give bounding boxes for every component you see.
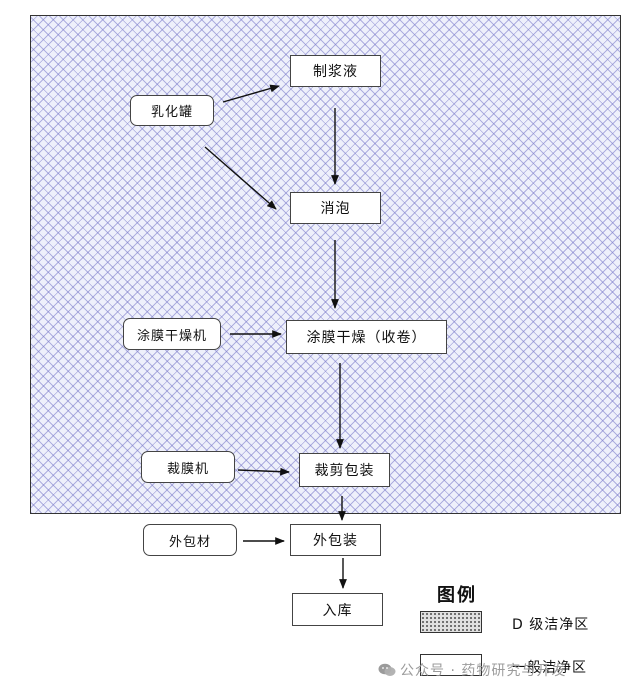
legend-swatch-d-grade xyxy=(420,611,482,633)
legend-swatch-general xyxy=(420,654,482,676)
process-defoam: 消泡 xyxy=(290,192,381,224)
wechat-icon xyxy=(378,663,396,676)
d-grade-clean-zone xyxy=(30,15,621,514)
process-cut-pack: 裁剪包装 xyxy=(299,453,390,487)
watermark-text: 公众号 · 药物研究与开发 xyxy=(400,663,567,679)
legend-label-d-grade: D 级洁净区 xyxy=(512,617,590,633)
equipment-outer-material: 外包材 xyxy=(143,524,237,556)
watermark: 公众号 · 药物研究与开发 xyxy=(378,658,566,682)
equipment-emulsify-tank: 乳化罐 xyxy=(130,95,214,126)
process-prep-slurry: 制浆液 xyxy=(290,55,381,87)
equipment-coating-dryer: 涂膜干燥机 xyxy=(123,318,221,350)
legend-label-general: 一般洁净区 xyxy=(512,660,587,676)
process-storage: 入库 xyxy=(292,593,383,626)
process-coat-dry-roll: 涂膜干燥（收卷） xyxy=(286,320,447,354)
process-outer-pack: 外包装 xyxy=(290,524,381,556)
legend-title: 图例 xyxy=(437,585,477,606)
equipment-film-cutter: 裁膜机 xyxy=(141,451,235,483)
